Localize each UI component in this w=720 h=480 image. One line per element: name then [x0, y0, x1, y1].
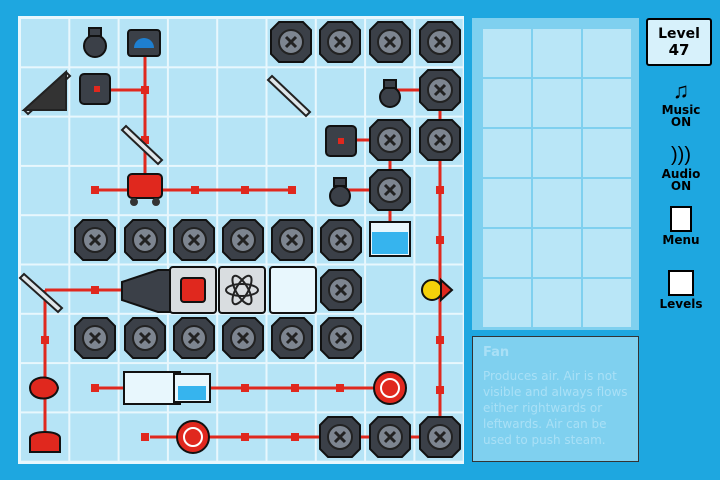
audio-state: ON	[670, 179, 692, 193]
piece-info-panel: Fan Produces air. Air is not visible and…	[472, 336, 639, 462]
inventory-grid[interactable]	[472, 18, 639, 330]
machine-pieces	[121, 266, 454, 405]
music-note-icon: ♫	[672, 78, 690, 103]
music-label: Music	[661, 103, 701, 117]
menu-button[interactable]: Menu	[648, 206, 714, 246]
mirror-pieces	[18, 69, 312, 314]
audio-label: Audio	[661, 167, 701, 181]
speaker-waves-icon: )))	[671, 144, 691, 166]
audio-toggle-button[interactable]: ))) Audio ON	[648, 142, 714, 192]
device-pieces	[79, 29, 411, 257]
info-title: Fan	[483, 345, 510, 360]
pipe-joints	[41, 86, 444, 441]
level-indicator: Level 47	[646, 18, 712, 66]
levels-button[interactable]: Levels	[648, 270, 714, 310]
levels-label: Levels	[659, 297, 703, 311]
levels-grid-icon	[668, 270, 694, 296]
level-number: 47	[668, 41, 690, 59]
music-state: ON	[670, 115, 692, 129]
level-label: Level	[658, 26, 700, 42]
menu-label: Menu	[662, 233, 700, 247]
music-toggle-button[interactable]: ♫ Music ON	[648, 78, 714, 128]
bomb-pieces	[83, 27, 401, 207]
fan-pieces[interactable]	[28, 371, 407, 454]
menu-list-icon	[670, 206, 692, 232]
info-description: Produces air. Air is not visible and alw…	[483, 369, 628, 447]
